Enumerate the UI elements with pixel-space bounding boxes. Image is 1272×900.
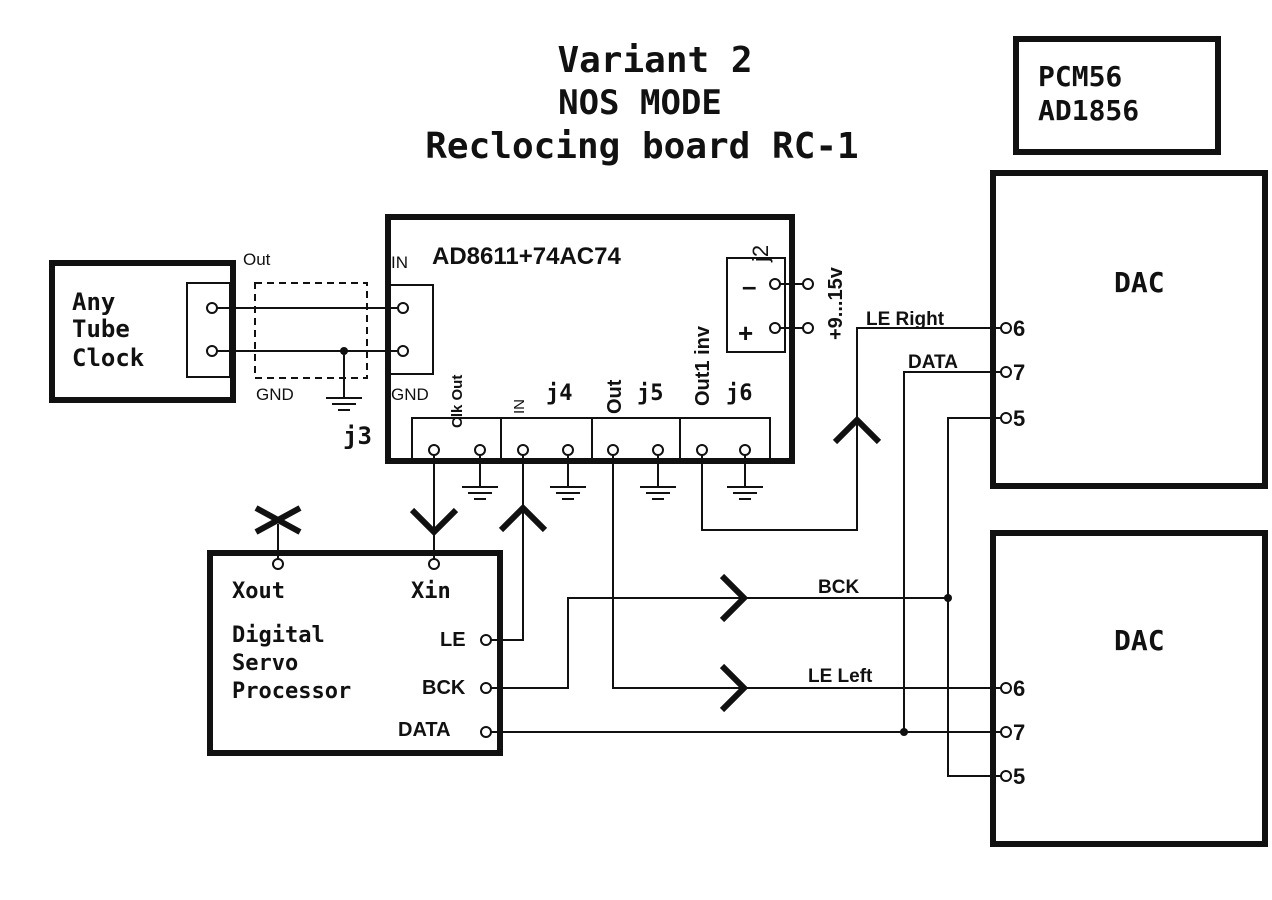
dac-top-pin7: 7	[1013, 360, 1025, 385]
dac-top: DAC 6 7 5	[990, 170, 1268, 489]
j6-gnd-terminal	[739, 444, 751, 456]
title-line-1: Variant 2	[557, 40, 752, 81]
dsp-data-terminal	[480, 726, 492, 738]
digital-servo-processor: Xout Xin Digital Servo Processor LE BCK …	[207, 550, 503, 756]
dsp-data-label: DATA	[398, 719, 451, 741]
dac-bottom-pin5: 5	[1013, 764, 1025, 789]
ground-symbol-j3	[326, 397, 362, 411]
board-in-label: IN	[391, 253, 408, 272]
tube-clock-block: Any Tube Clock	[49, 260, 236, 403]
xout-terminal	[272, 558, 284, 570]
chip-type-line-2: AD1856	[1038, 94, 1139, 127]
j6-out1-inv-label: Out1 inv	[692, 325, 714, 406]
j5-out-label: Out	[604, 379, 626, 414]
j2-minus: –	[742, 271, 756, 301]
j2-minus-terminal	[769, 278, 781, 290]
j2-plus-terminal	[769, 322, 781, 334]
tube-clock-line-1: Any	[72, 288, 115, 316]
title-line-3: Reclocing board RC-1	[425, 126, 858, 167]
dac-top-name: DAC	[1114, 266, 1165, 299]
j5-out-terminal	[607, 444, 619, 456]
dac-bottom-name: DAC	[1114, 624, 1165, 657]
j4-in-terminal	[517, 444, 529, 456]
dsp-le-terminal	[480, 634, 492, 646]
clock-out-label: Out	[243, 250, 271, 269]
wire-bck	[491, 597, 948, 689]
j4-gnd-terminal	[562, 444, 574, 456]
chip-type-box	[1013, 36, 1221, 155]
wire-le-right	[701, 327, 1001, 531]
supply-minus-terminal	[802, 278, 814, 290]
supply-label: +9...15v	[825, 266, 847, 340]
board-gnd-terminal	[397, 345, 409, 357]
arrow-up-j4	[498, 503, 548, 533]
j4-in-label: IN	[511, 399, 528, 414]
dac-bottom-pin7-terminal	[1000, 726, 1012, 738]
data-junction	[900, 728, 908, 736]
dac-top-pin6: 6	[1013, 316, 1025, 341]
title-line-2: NOS MODE	[558, 83, 722, 123]
j4-label: j4	[546, 381, 573, 406]
data-net-label: DATA	[908, 352, 958, 373]
dsp-bck-terminal	[480, 682, 492, 694]
arrow-le-left	[719, 663, 749, 713]
dsp-bck-label: BCK	[422, 677, 466, 699]
le-right-label: LE Right	[866, 309, 945, 330]
dac-top-pin5-terminal	[1000, 412, 1012, 424]
xout-label: Xout	[232, 579, 285, 604]
xin-label: Xin	[411, 579, 451, 604]
gnd-label-left: GND	[256, 385, 294, 404]
dac-top-pin6-terminal	[1000, 322, 1012, 334]
clock-gnd-terminal	[206, 345, 218, 357]
wire-le-left	[612, 455, 1001, 689]
dac-bottom-pin7: 7	[1013, 720, 1025, 745]
clock-out-terminal	[206, 302, 218, 314]
dac-bottom-pin5-terminal	[1000, 770, 1012, 782]
shielded-cable	[254, 282, 368, 379]
supply-plus-terminal	[802, 322, 814, 334]
bck-label: BCK	[818, 577, 859, 598]
chip-type-line-1: PCM56	[1038, 60, 1122, 93]
j6-label: j6	[726, 381, 753, 406]
ground-symbols-board	[462, 455, 763, 500]
le-left-label: LE Left	[808, 666, 873, 687]
dac-bottom-pin6-terminal	[1000, 682, 1012, 694]
dsp-line-2: Servo	[232, 651, 298, 676]
j5-label: j5	[637, 381, 664, 406]
dsp-line-1: Digital	[232, 623, 325, 648]
j2-plus: +	[738, 318, 753, 348]
clk-out-terminal	[428, 444, 440, 456]
gnd-label-right: GND	[391, 385, 429, 404]
xout-not-connected-cross	[254, 505, 302, 559]
arrow-bck	[719, 573, 749, 623]
dac-bottom-pin6: 6	[1013, 676, 1025, 701]
tube-clock-line-2: Tube	[72, 315, 130, 343]
j3-gnd-terminal	[474, 444, 486, 456]
dac-top-pin7-terminal	[1000, 366, 1012, 378]
dac-bottom: DAC 6 7 5	[990, 530, 1268, 847]
dac-top-pin5: 5	[1013, 406, 1025, 431]
j6-out-terminal	[696, 444, 708, 456]
arrow-up-le-right	[832, 415, 882, 445]
arrow-down-xin	[409, 507, 459, 537]
dsp-line-3: Processor	[232, 679, 351, 704]
j5-gnd-terminal	[652, 444, 664, 456]
j3-label: j3	[343, 422, 372, 450]
wire-data-to-top-dac	[903, 371, 1001, 732]
board-name: AD8611+74AC74	[432, 243, 621, 270]
clk-out-label: Clk Out	[449, 375, 466, 428]
reclocking-board: AD8611+74AC74 IN GND – + j2 +9...15v Clk…	[385, 214, 847, 464]
wire-le-to-j4	[491, 455, 524, 641]
bck-junction	[944, 594, 952, 602]
tube-clock-line-3: Clock	[72, 344, 145, 372]
xin-terminal	[428, 558, 440, 570]
dsp-le-label: LE	[440, 629, 466, 651]
j2-label: j2	[748, 245, 773, 263]
j2-connector	[726, 257, 786, 353]
board-in-terminal	[397, 302, 409, 314]
